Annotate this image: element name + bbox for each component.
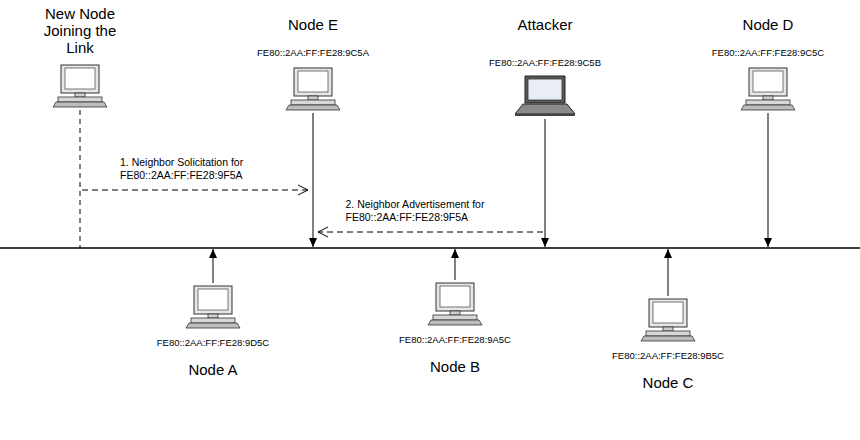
ipv6-address: FE80::2AA:FF:FE28:9A5C [399,334,511,346]
keyboard [741,105,795,110]
network-node: FE80::2AA:FF:FE28:9D5CNode A [157,285,269,378]
ipv6-address: FE80::2AA:FF:FE28:9C5C [712,47,824,59]
monitor-screen [753,71,783,92]
ipv6-address: FE80::2AA:FF:FE28:9C5B [489,57,601,69]
node-name: New Node Joining the Link [33,5,128,56]
network-node: Node DFE80::2AA:FF:FE28:9C5C [712,16,824,111]
message-label: 1. Neighbor Solicitation for FE80::2AA:F… [118,156,272,182]
message-label: 2. Neighbor Advertisement for FE80::2AA:… [344,198,518,224]
laptop-screen [528,79,562,100]
monitor-case [749,68,787,96]
ipv6-address: FE80::2AA:FF:FE28:9D5C [157,337,269,349]
monitor-stand [663,327,673,331]
computer-icon [52,64,108,108]
computer-base [646,331,690,336]
monitor-stand [75,93,85,97]
monitor-case [294,68,332,96]
node-name: Node A [188,361,237,378]
keyboard [186,323,240,328]
computer-icon [740,67,796,111]
monitor-screen [298,71,328,92]
monitor-screen [653,302,683,323]
computer-icon [285,67,341,111]
node-name: Node E [288,16,338,33]
computer-icon [185,285,241,329]
ipv6-address: FE80::2AA:FF:FE28:9B5C [612,350,724,362]
computer-base [58,97,102,102]
monitor-screen [65,68,95,89]
drop-arrow [313,113,314,247]
node-name: Node C [643,374,694,391]
node-name: Node B [430,358,480,375]
network-node: New Node Joining the Link [33,5,128,108]
monitor-screen [440,286,470,307]
monitor-stand [450,311,460,315]
node-name: Node D [743,16,794,33]
ipv6-address: FE80::2AA:FF:FE28:9C5A [257,47,369,59]
keyboard [428,320,482,325]
monitor-case [194,286,232,314]
computer-base [191,318,235,323]
computer-icon [640,298,696,342]
network-node: FE80::2AA:FF:FE28:9A5CNode B [399,282,511,375]
laptop-base [515,104,575,114]
keyboard [641,336,695,341]
monitor-case [61,65,99,93]
monitor-stand [763,96,773,100]
keyboard [53,102,107,107]
monitor-case [436,283,474,311]
drop-line [80,110,81,248]
laptop-edge [515,114,575,116]
message-arrow [318,232,543,233]
monitor-case [649,299,687,327]
computer-base [433,315,477,320]
drop-arrow [455,249,456,280]
drop-arrow [545,119,546,247]
network-node: FE80::2AA:FF:FE28:9B5CNode C [612,298,724,391]
drop-arrow [213,249,214,283]
laptop-icon [513,75,577,117]
monitor-stand [208,314,218,318]
computer-base [746,100,790,105]
drop-arrow [768,113,769,247]
node-name: Attacker [517,16,572,33]
monitor-stand [308,96,318,100]
keyboard [286,105,340,110]
message-arrow [82,190,308,191]
link-bus [0,247,860,249]
computer-icon [427,282,483,326]
network-node: Node EFE80::2AA:FF:FE28:9C5A [257,16,369,111]
monitor-screen [198,289,228,310]
laptop-lid [525,76,565,103]
computer-base [291,100,335,105]
drop-arrow [668,249,669,296]
network-node: AttackerFE80::2AA:FF:FE28:9C5B [489,16,601,117]
